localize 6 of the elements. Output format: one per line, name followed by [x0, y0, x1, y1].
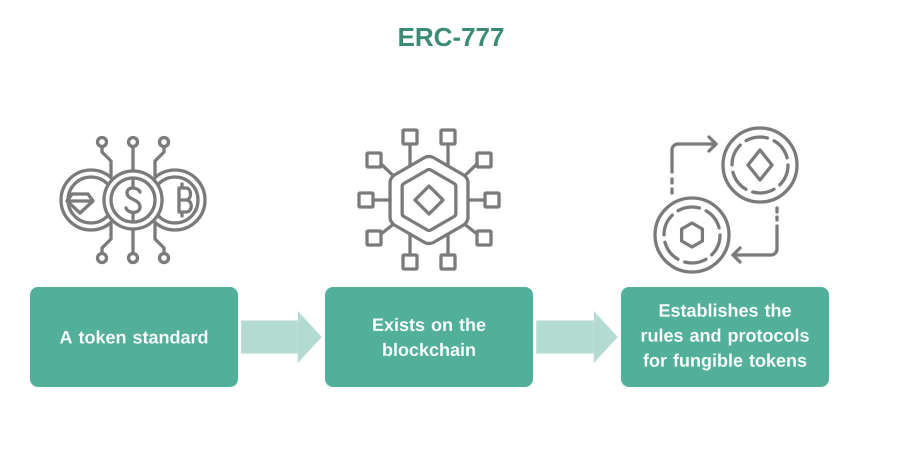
arrow	[241, 311, 322, 363]
title: ERC-777	[399, 28, 504, 46]
process-box: Establishes the rules and protocols for fungible tokens	[621, 287, 829, 387]
arrow	[536, 311, 618, 363]
process-box: A token standard	[30, 287, 238, 387]
process-box: Exists on the blockchain	[325, 287, 533, 387]
